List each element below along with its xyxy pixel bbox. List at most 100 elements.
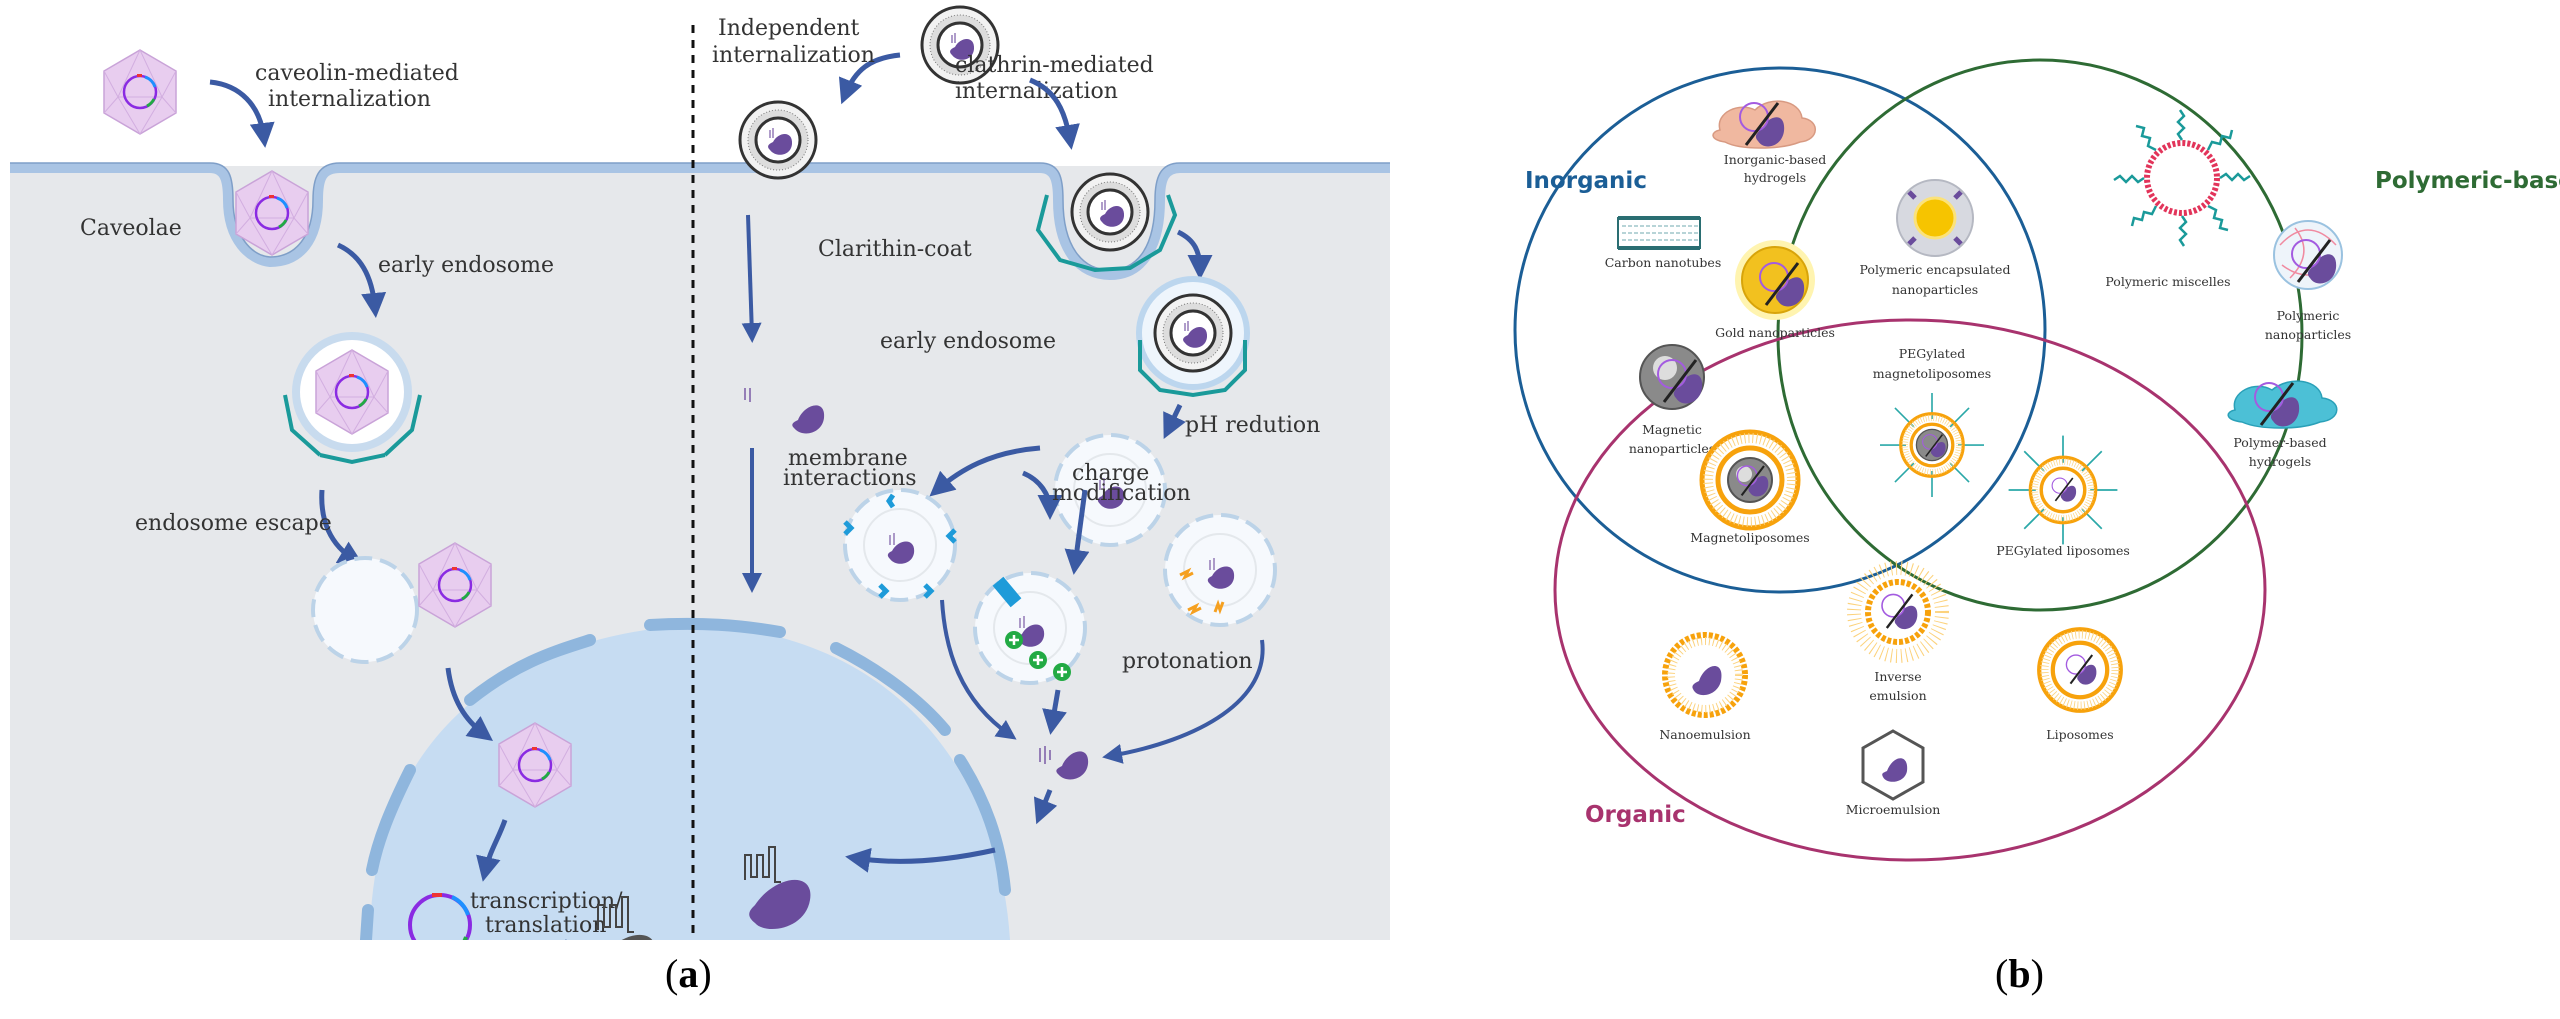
arrow-icon (1163, 403, 1186, 440)
arrow-icon (940, 599, 1017, 740)
pegylated-magnetoliposome-icon (1879, 392, 1985, 498)
polymeric-encapsulated-nanoparticle-icon (1896, 179, 1974, 257)
arrow-icon (476, 819, 508, 882)
label-microemulsion: Microemulsion (1846, 802, 1941, 817)
arrow-icon (929, 445, 1041, 497)
set-label-polymeric: Polymeric-based (2375, 168, 2560, 194)
label-polymer-hydrogels-2: hydrogels (2249, 454, 2311, 469)
plasma-membrane (10, 163, 1390, 281)
polymeric-nanoparticle-icon (2273, 220, 2343, 290)
pegylated-liposome-icon (2007, 434, 2119, 546)
clathrin-coat-icon (1035, 194, 1178, 273)
label-translation: translation (485, 913, 606, 938)
label-clathrin: clathrin-mediated (955, 53, 1154, 78)
label-inorganic-hydrogels: Inorganic-based (1724, 152, 1826, 167)
caption-b: (b) (1995, 951, 2044, 996)
mrna-icon (744, 846, 781, 883)
label-polymeric-encapsulated-2: nanoparticles (1892, 282, 1978, 297)
nanoemulsion-icon (1662, 632, 1748, 718)
label-magnetic-nanoparticles: Magnetic (1642, 422, 1702, 437)
label-pegylated-magnetoliposomes: PEGylated (1899, 346, 1965, 361)
label-independent: Independent (718, 16, 860, 41)
label-polymer-hydrogels: Polymer-based (2233, 435, 2326, 450)
charge-modification-endosome (1163, 513, 1277, 627)
label-inverse-emulsion: Inverse (1874, 669, 1921, 684)
venn-circle-inorganic (1513, 66, 2047, 594)
arrow-icon (1042, 689, 1067, 735)
gold-nanoparticle-icon (1735, 240, 1815, 320)
liposome-icon (2039, 629, 2121, 711)
label-magnetic-nanoparticles-2: nanoparticles (1629, 441, 1715, 456)
label-pegylated-magnetoliposomes-2: magnetoliposomes (1873, 366, 1991, 381)
nanoparticle-vesicle-icon (1070, 172, 1150, 252)
nanoparticle-vesicle-icon (738, 100, 818, 180)
label-membrane-interactions-2: interactions (783, 466, 917, 491)
label-inorganic-hydrogels-2: hydrogels (1744, 170, 1806, 185)
panel-b-nanocarrier-venn: Inorganic Polymeric-based Organic Inorga… (1500, 0, 2560, 900)
label-early-endosome-left: early endosome (378, 253, 554, 278)
label-early-endosome-right: early endosome (880, 329, 1056, 354)
microemulsion-icon (1861, 729, 1925, 801)
polymer-hydrogel-icon (2227, 380, 2338, 429)
caption-b-letter: b (2008, 951, 2031, 996)
label-nanoemulsion: Nanoemulsion (1659, 727, 1750, 742)
early-endosome-left (283, 332, 422, 465)
inverse-emulsion-icon (1847, 561, 1949, 663)
arrow-icon (209, 79, 275, 148)
label-transcription: transcription/ (470, 889, 623, 914)
label-polymeric-nanoparticles-2: nanoparticles (2265, 327, 2351, 342)
label-membrane-interactions: membrane (788, 446, 908, 471)
label-carbon-nanotubes: Carbon nanotubes (1605, 255, 1722, 270)
label-inverse-emulsion-2: emulsion (1869, 688, 1926, 703)
arrow-icon (845, 847, 996, 873)
arrow-icon (1029, 77, 1080, 150)
arrow-icon (1176, 229, 1213, 280)
label-polymeric-encapsulated: Polymeric encapsulated (1860, 262, 2011, 277)
arrow-icon (1102, 639, 1265, 764)
arrow-icon (336, 242, 387, 318)
carbon-nanotube-icon (1617, 216, 1701, 250)
label-ph-reduction: pH redution (1185, 413, 1320, 438)
released-nucleic-acid-icon (1039, 746, 1051, 764)
label-clathrin-coat: Clarithin-coat (818, 237, 972, 262)
magnetoliposome-icon (1702, 432, 1798, 528)
label-polymeric-miscelles: Polymeric miscelles (2105, 274, 2230, 289)
nuclear-envelope (360, 617, 1011, 946)
label-caveolin: caveolin-mediated (255, 61, 459, 86)
arrow-icon (1033, 789, 1058, 825)
label-caveolae: Caveolae (80, 216, 182, 241)
venn-circle-polymeric (1776, 58, 2304, 612)
magnetic-nanoparticle-icon (1639, 344, 1705, 410)
label-independent-2: internalization (712, 43, 875, 68)
label-charge: charge (1072, 461, 1149, 486)
early-endosome-right (1136, 276, 1250, 398)
label-endosome-escape: endosome escape (135, 511, 332, 536)
therapeutic-protein-icon (749, 879, 811, 930)
arrow-icon (741, 214, 762, 343)
ruptured-endosome (311, 556, 419, 664)
label-gold-nanoparticles: Gold nanoparticles (1715, 325, 1835, 340)
set-label-inorganic: Inorganic (1525, 168, 1647, 194)
label-protonation: protonation (1122, 649, 1253, 674)
arrow-icon (838, 52, 901, 105)
membrane-interaction-endosome (843, 488, 957, 602)
arrow-icon (1021, 470, 1063, 520)
polymeric-micelle-icon (2113, 109, 2251, 247)
set-label-organic: Organic (1585, 802, 1686, 828)
label-polymeric-nanoparticles: Polymeric (2277, 308, 2340, 323)
label-liposomes: Liposomes (2046, 727, 2113, 742)
mrna-icon (597, 896, 634, 933)
arrow-icon (319, 489, 364, 566)
venn-circle-organic (1553, 318, 2267, 862)
inorganic-hydrogel-icon (1712, 100, 1816, 149)
label-pegylated-liposomes: PEGylated liposomes (1996, 543, 2130, 558)
arrow-icon (445, 667, 493, 742)
caption-a-letter: a (678, 951, 699, 996)
caption-a: (a) (665, 951, 712, 996)
released-nucleic-acid-icon (744, 388, 751, 402)
protonation-endosome (973, 571, 1087, 685)
label-modification: modification (1052, 481, 1191, 506)
label-caveolin-2: internalization (268, 87, 431, 112)
arrow-icon (1064, 489, 1090, 575)
label-magnetoliposomes: Magnetoliposomes (1690, 530, 1809, 545)
